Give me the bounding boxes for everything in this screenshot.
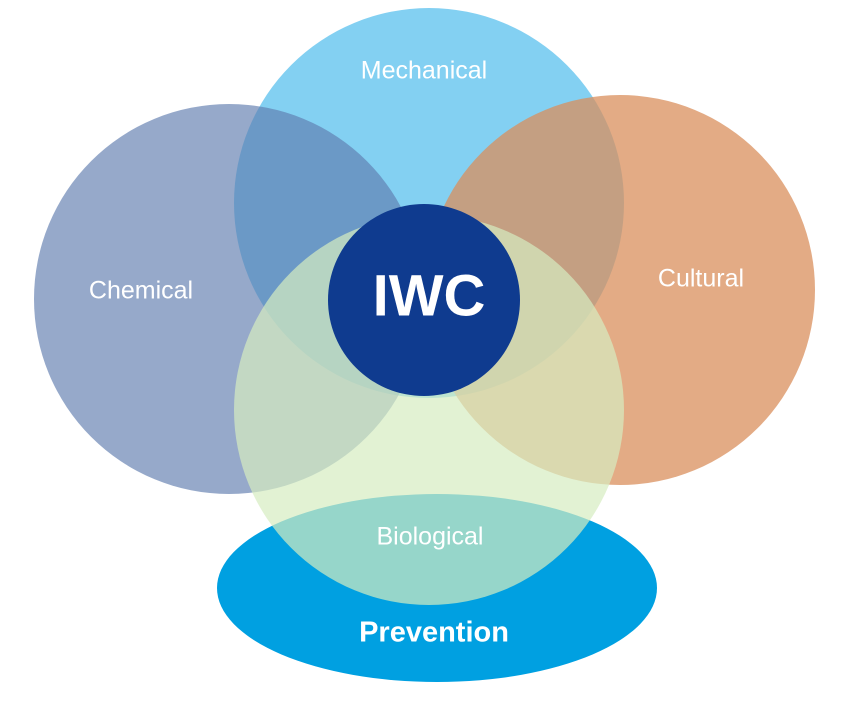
iwc-center-circle [328, 204, 520, 396]
mechanical-label: Mechanical [361, 57, 487, 85]
cultural-label: Cultural [658, 265, 744, 293]
chemical-label: Chemical [89, 277, 193, 305]
iwc-label: IWC [373, 263, 486, 328]
prevention-label: Prevention [359, 617, 509, 649]
biological-label: Biological [376, 523, 483, 551]
